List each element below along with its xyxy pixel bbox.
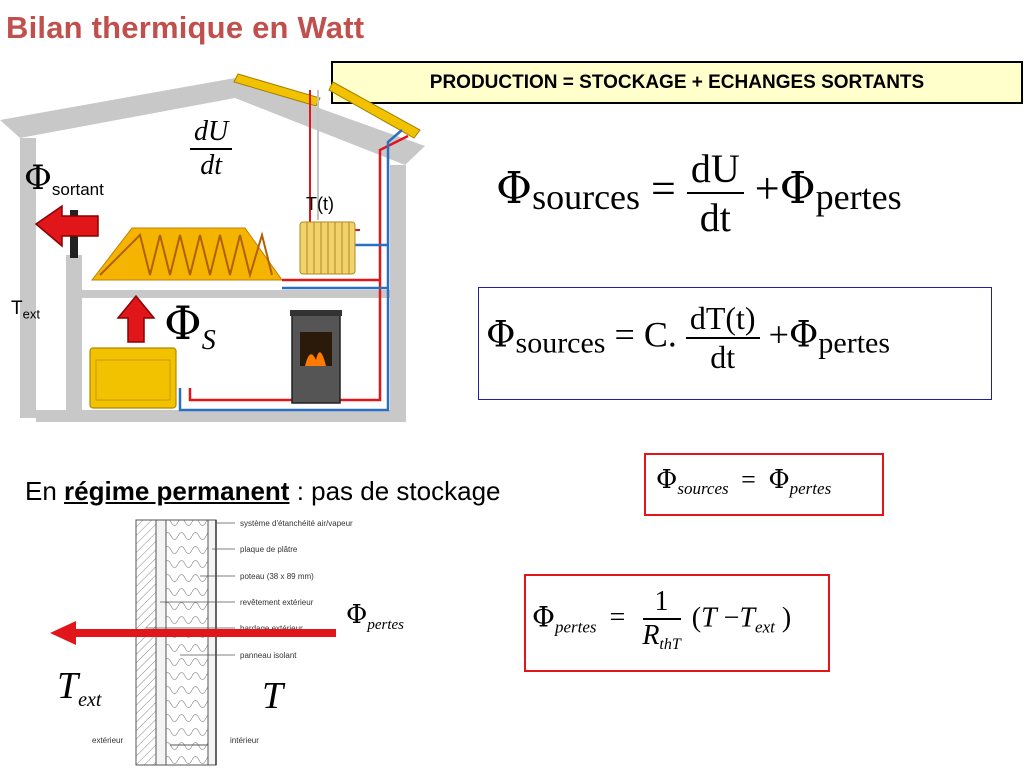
wall-label-5: panneau isolant: [240, 651, 297, 660]
wood-stove: [290, 310, 342, 404]
phi-symbol: Φ: [779, 163, 816, 215]
t-ext-sub: ext: [78, 689, 102, 711]
ground-slab: [36, 410, 406, 422]
tt-label: T(t): [306, 194, 334, 214]
phi-symbol: Φ: [346, 600, 368, 630]
regime-permanent-text: En régime permanent : pas de stockage: [25, 476, 501, 507]
house-illustration: [0, 73, 425, 422]
equals-sign: =: [741, 465, 756, 494]
equals-sign: =: [609, 602, 626, 634]
eq1-numerator: dU: [686, 145, 744, 194]
production-equation: PRODUCTION = STOCKAGE + ECHANGES SORTANT…: [429, 71, 925, 93]
wall-label-3: revêtement extérieur: [240, 598, 314, 607]
minus-sign: −: [723, 602, 740, 634]
left-facade: [20, 138, 36, 418]
roof: [0, 78, 425, 165]
paren-close: ): [781, 602, 792, 634]
phi-s-sub: S: [201, 324, 216, 356]
phi-symbol: Φ: [486, 314, 516, 356]
left-wall: [66, 255, 82, 420]
regime-bold: régime permanent: [64, 476, 290, 506]
t-letter: T: [11, 298, 23, 319]
eq4-t: T: [701, 602, 717, 634]
right-wall: [390, 165, 406, 420]
t-ext-label: Text: [11, 298, 40, 322]
phi-symbol: Φ: [496, 163, 533, 215]
equation-capacity: Φsources = C. dT(t)dt +Φpertes: [486, 300, 890, 376]
eq4-numerator: 1: [642, 586, 681, 620]
phi-sortant-arrow: [34, 204, 99, 258]
regime-prefix: En: [25, 476, 57, 506]
floor-slab: [66, 290, 396, 298]
equals-sign: =: [614, 314, 635, 355]
phi-symbol: Φ: [788, 314, 819, 356]
t-ext-sub: ext: [22, 306, 40, 322]
pipe-red-main: [188, 134, 409, 402]
eq2-sub-pertes: pertes: [818, 326, 891, 360]
regime-suffix: : pas de stockage: [296, 476, 501, 506]
wall-label-2: poteau (38 x 89 mm): [240, 572, 314, 581]
t-int-wall-label: T: [262, 675, 284, 717]
equation-resistance-box: [524, 574, 830, 672]
eq3-sub-pertes: pertes: [789, 479, 832, 498]
phi-symbol: Φ: [24, 158, 52, 198]
phi-symbol: Φ: [768, 465, 790, 495]
exterior-label: extérieur: [92, 736, 123, 745]
t-letter: T: [57, 665, 79, 707]
heat-loss-arrow: [50, 621, 336, 645]
eq2-denominator: dt: [710, 339, 736, 375]
phi-symbol: Φ: [656, 465, 678, 495]
t-ext-wall-label: Text: [57, 664, 101, 712]
du-numerator: dU: [190, 116, 233, 150]
eq4-t-ext-sub: ext: [755, 617, 775, 637]
plus-sign: +: [768, 314, 789, 355]
eq2-sub-sources: sources: [515, 326, 606, 360]
phi-symbol: Φ: [164, 296, 202, 350]
eq2-numerator: dT(t): [685, 300, 760, 339]
eq4-r-sub: thT: [659, 636, 681, 653]
wall-section-diagram: système d'étanchéité air/vapeur plaque d…: [92, 519, 353, 766]
du-denominator: dt: [200, 150, 222, 181]
radiator: [299, 221, 356, 275]
wall-label-4: bardage extérieur: [240, 624, 303, 633]
solar-panel-right: [328, 81, 421, 139]
phi-source-arrow: [116, 294, 156, 343]
page-title: Bilan thermique en Watt: [6, 10, 365, 45]
phi-s-label: ΦS: [164, 296, 216, 357]
wall-label-leaders: [146, 522, 235, 656]
phi-pertes-sub: pertes: [367, 617, 404, 633]
pipe-blue-main: [178, 129, 403, 412]
wall-insulation: [165, 519, 209, 766]
equals-sign: =: [651, 164, 676, 214]
heating-coil: [99, 231, 273, 279]
solar-panel-left: [233, 73, 321, 107]
eq1-sub-sources: sources: [532, 177, 641, 218]
eq4-r: R: [642, 620, 660, 651]
capacity-c: C.: [643, 314, 677, 355]
production-equation-box: PRODUCTION = STOCKAGE + ECHANGES SORTANT…: [331, 61, 1023, 104]
phi-sortant-sub: sortant: [51, 179, 104, 199]
wall-label-1: plaque de plâtre: [240, 545, 298, 554]
phi-sortant-label: Φsortant: [24, 158, 104, 200]
boiler: [89, 347, 177, 409]
equation-capacity-box: [478, 287, 992, 400]
phi-symbol: Φ: [532, 600, 555, 634]
floor-heating: [90, 227, 283, 281]
equation-steady-state: Φsources = Φpertes: [656, 465, 831, 499]
equation-steady-box: [644, 453, 884, 516]
eq4-sub-pertes: pertes: [554, 617, 597, 637]
eq4-t-ext: T: [739, 602, 756, 634]
phi-pertes-label: Φpertes: [346, 600, 404, 634]
plus-sign: +: [754, 164, 780, 214]
eq3-sub-sources: sources: [677, 479, 729, 498]
wall-label-0: système d'étanchéité air/vapeur: [240, 519, 353, 528]
interior-label: intérieur: [230, 736, 259, 745]
eq1-denominator: dt: [699, 195, 731, 240]
paren-open: (: [691, 602, 702, 634]
eq1-sub-pertes: pertes: [815, 177, 902, 218]
